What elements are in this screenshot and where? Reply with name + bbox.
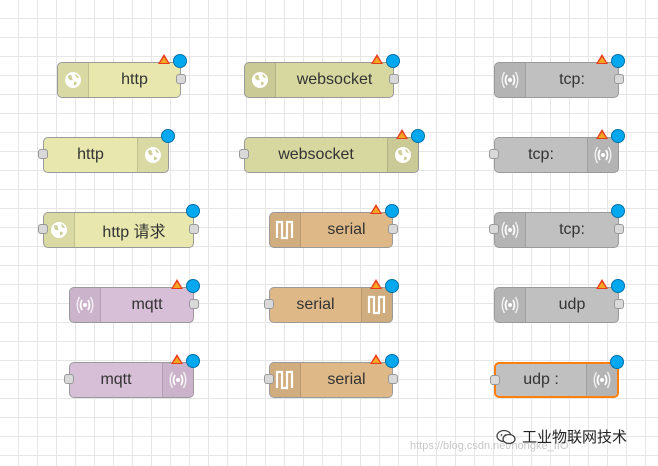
changed-indicator-icon xyxy=(611,54,625,68)
node-label: http 请求 xyxy=(102,224,166,241)
http-node[interactable]: http xyxy=(38,129,175,173)
node-label: udp : xyxy=(523,371,559,388)
node-label: websocket xyxy=(296,71,373,88)
serial-wave-icon xyxy=(270,213,301,247)
changed-indicator-icon xyxy=(610,355,624,369)
serial-node[interactable]: serial xyxy=(264,354,399,398)
changed-indicator-icon xyxy=(385,279,399,293)
input-port[interactable] xyxy=(64,374,74,384)
signal-icon xyxy=(586,364,617,396)
warning-icon xyxy=(371,54,383,64)
tcp-node[interactable]: udp xyxy=(494,279,625,323)
node-label: tcp: xyxy=(559,71,585,88)
changed-indicator-icon xyxy=(173,54,187,68)
node-label: http xyxy=(77,146,104,163)
node-label: tcp: xyxy=(559,221,585,238)
signal-icon xyxy=(495,63,526,97)
wechat-icon xyxy=(496,429,516,445)
globe-icon xyxy=(137,138,168,172)
changed-indicator-icon xyxy=(385,354,399,368)
tcp-node[interactable]: tcp: xyxy=(489,129,625,173)
changed-indicator-icon xyxy=(386,54,400,68)
output-port[interactable] xyxy=(614,74,624,84)
changed-indicator-icon xyxy=(611,129,625,143)
changed-indicator-icon xyxy=(186,279,200,293)
node-label: websocket xyxy=(278,146,354,163)
http-node[interactable]: http 请求 xyxy=(38,204,200,248)
node-label: serial xyxy=(327,371,366,388)
signal-icon xyxy=(162,363,193,397)
brand-text: 工业物联网技术 xyxy=(522,428,628,446)
changed-indicator-icon xyxy=(385,204,399,218)
websocket-node[interactable]: websocket xyxy=(239,129,425,173)
warning-icon xyxy=(596,54,608,64)
signal-icon xyxy=(587,138,618,172)
node-label: serial xyxy=(296,296,335,313)
globe-icon xyxy=(387,138,418,172)
tcp-node[interactable]: tcp: xyxy=(489,204,625,248)
tcp-node[interactable]: tcp: xyxy=(494,54,625,98)
output-port[interactable] xyxy=(388,224,398,234)
output-port[interactable] xyxy=(389,74,399,84)
node-label: mqtt xyxy=(131,296,163,313)
node-label: udp xyxy=(558,296,586,313)
warning-icon xyxy=(158,54,170,64)
node-label: http xyxy=(121,71,148,88)
tcp-node[interactable]: udp : xyxy=(490,355,624,398)
websocket-node[interactable]: websocket xyxy=(244,54,400,98)
warning-icon xyxy=(370,204,382,214)
node-label: tcp: xyxy=(528,146,554,163)
changed-indicator-icon xyxy=(611,204,625,218)
warning-icon xyxy=(171,354,183,364)
brand-mark: 工业物联网技术 xyxy=(496,426,627,447)
signal-icon xyxy=(70,288,101,322)
changed-indicator-icon xyxy=(411,129,425,143)
node-label: mqtt xyxy=(100,371,132,388)
warning-icon xyxy=(171,279,183,289)
globe-icon xyxy=(245,63,276,97)
globe-icon xyxy=(44,213,75,247)
input-port[interactable] xyxy=(489,149,499,159)
output-port[interactable] xyxy=(614,224,624,234)
output-port[interactable] xyxy=(176,74,186,84)
input-port[interactable] xyxy=(264,374,274,384)
mqtt-node[interactable]: mqtt xyxy=(69,279,200,323)
warning-icon xyxy=(396,129,408,139)
warning-icon xyxy=(596,129,608,139)
input-port[interactable] xyxy=(264,299,274,309)
output-port[interactable] xyxy=(189,224,199,234)
http-node[interactable]: http xyxy=(57,54,187,98)
input-port[interactable] xyxy=(489,224,499,234)
changed-indicator-icon xyxy=(611,279,625,293)
signal-icon xyxy=(495,213,526,247)
node-label: serial xyxy=(327,221,366,238)
changed-indicator-icon xyxy=(186,204,200,218)
mqtt-node[interactable]: mqtt xyxy=(64,354,200,398)
output-port[interactable] xyxy=(614,299,624,309)
changed-indicator-icon xyxy=(186,354,200,368)
globe-icon xyxy=(58,63,89,97)
watermark-url: https://blog.csdn.net/hongke_IIO xyxy=(410,440,569,452)
signal-icon xyxy=(495,288,526,322)
serial-node[interactable]: serial xyxy=(264,279,399,323)
output-port[interactable] xyxy=(189,299,199,309)
changed-indicator-icon xyxy=(161,129,175,143)
input-port[interactable] xyxy=(38,224,48,234)
serial-wave-icon xyxy=(270,363,301,397)
warning-icon xyxy=(370,279,382,289)
warning-icon xyxy=(596,279,608,289)
input-port[interactable] xyxy=(239,149,249,159)
serial-node[interactable]: serial xyxy=(269,204,399,248)
warning-icon xyxy=(370,354,382,364)
output-port[interactable] xyxy=(388,374,398,384)
serial-wave-icon xyxy=(361,288,392,322)
input-port[interactable] xyxy=(490,375,500,385)
input-port[interactable] xyxy=(38,149,48,159)
